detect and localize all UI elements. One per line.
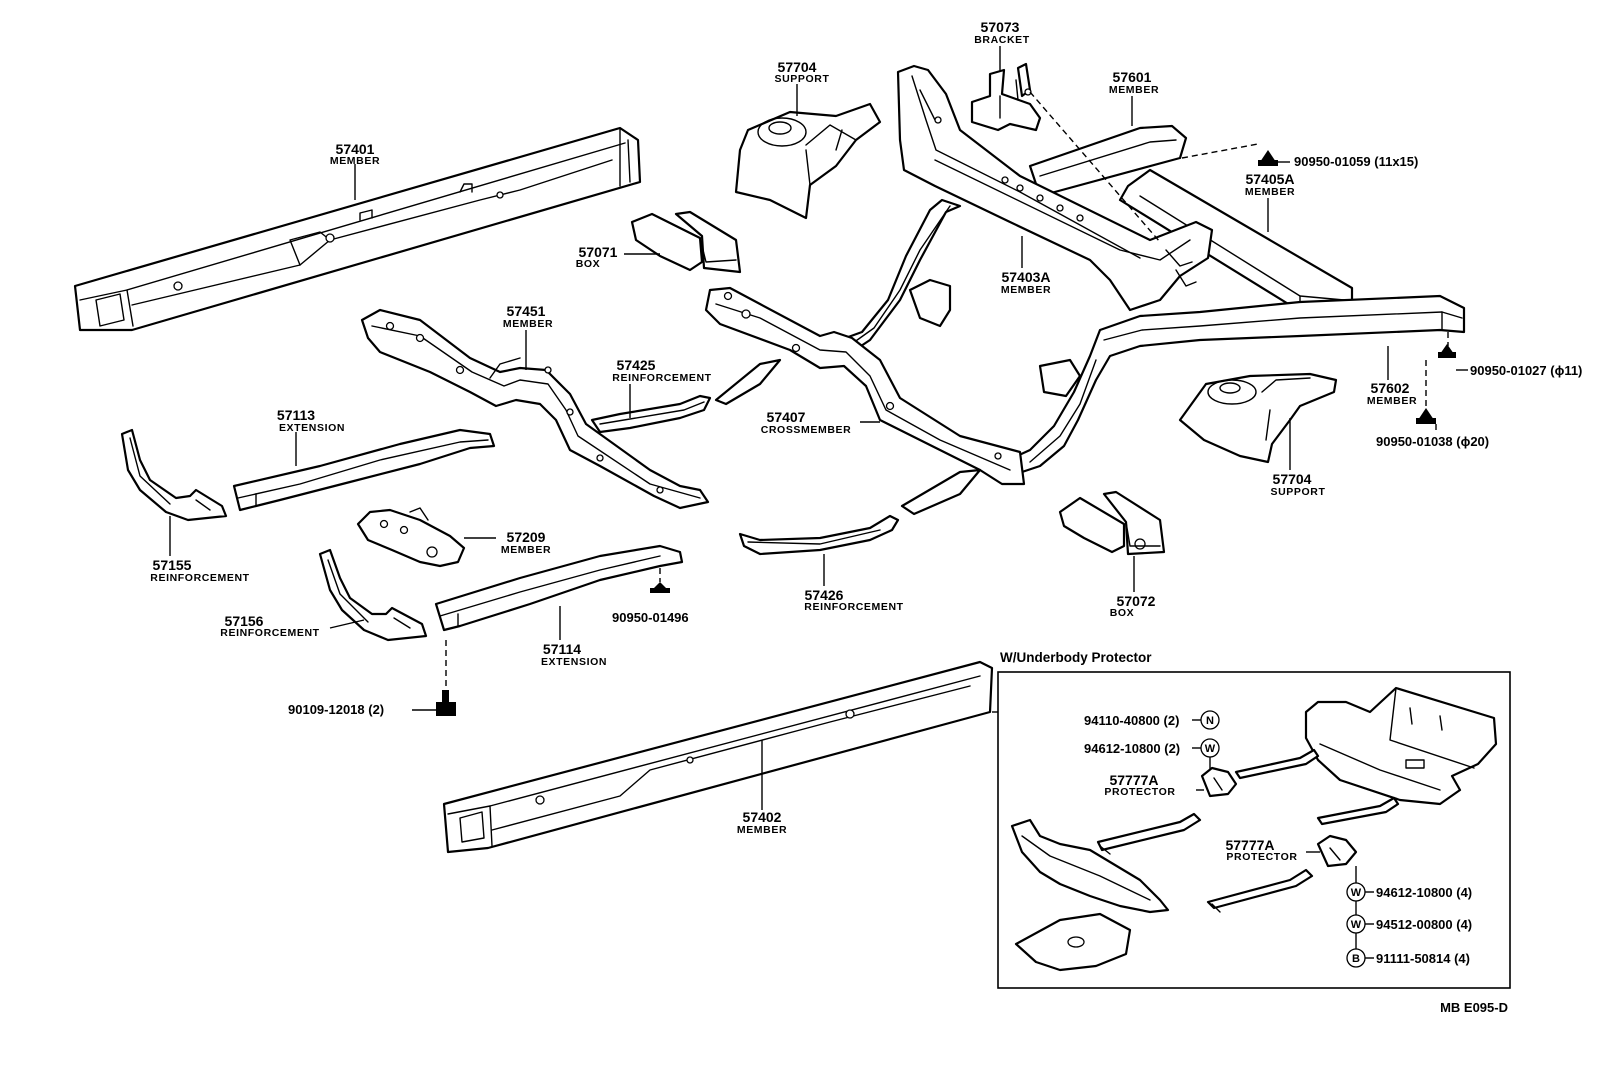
member-57451-drawing (360, 308, 710, 510)
part-name-57407: CROSSMEMBER (761, 424, 852, 436)
part-name-57072: BOX (1110, 607, 1135, 619)
symbol-b: B (1352, 953, 1360, 965)
part-number-57113: 57113 (277, 407, 315, 423)
part-number-57602: 57602 (1371, 380, 1410, 396)
part-number-57407: 57407 (767, 409, 806, 425)
part-name-57114: EXTENSION (541, 656, 607, 668)
part-name-57155: REINFORCEMENT (150, 572, 249, 584)
part-name-57209: MEMBER (501, 544, 551, 556)
part-number-57403a: 57403A (1001, 269, 1050, 285)
diagram-code: MB E095-D (1440, 1000, 1508, 1015)
member-57401-drawing (73, 126, 642, 332)
part-number-57401: 57401 (336, 141, 375, 157)
fastener-90950-01027: 90950-01027 (ϕ11) (1470, 363, 1582, 378)
part-number-57072: 57072 (1117, 593, 1156, 609)
box-57071-drawing (630, 210, 742, 274)
part-name-57426: REINFORCEMENT (804, 601, 903, 613)
inset-frame (997, 671, 1511, 989)
main-frame-rails-drawing (828, 198, 1466, 478)
part-number-57405a: 57405A (1245, 171, 1294, 187)
part-name-57071: BOX (576, 258, 601, 270)
part-name-57401: MEMBER (330, 155, 380, 167)
member-57402-drawing (442, 660, 994, 854)
part-number-57155: 57155 (153, 557, 192, 573)
part-number-57451: 57451 (507, 303, 546, 319)
dashed-line-01059 (1181, 143, 1259, 159)
fastener-94612-10800-4: 94612-10800 (4) (1376, 885, 1472, 900)
inset-title: W/Underbody Protector (1000, 650, 1152, 665)
part-name-57777a-2: PROTECTOR (1226, 851, 1297, 863)
part-name-57156: REINFORCEMENT (220, 627, 319, 639)
support-57704-right-drawing (1178, 372, 1338, 464)
part-number-57114: 57114 (543, 641, 581, 657)
part-number-57601: 57601 (1113, 69, 1152, 85)
part-number-57156: 57156 (225, 613, 264, 629)
fastener-94612-10800-2: 94612-10800 (2) (1084, 741, 1180, 756)
part-number-57425: 57425 (617, 357, 656, 373)
nut-90950-01027-drawing (1438, 344, 1456, 358)
nut-90950-01059-drawing (1258, 150, 1278, 166)
reinforcement-57426-drawing (738, 514, 900, 556)
part-number-57209: 57209 (507, 529, 546, 545)
fastener-90950-01059: 90950-01059 (11x15) (1294, 154, 1418, 169)
underbody-protector-inset: N W W W B (992, 671, 1511, 989)
part-name-57704-right: SUPPORT (1271, 486, 1326, 498)
part-name-57113: EXTENSION (279, 422, 345, 434)
part-number-57704-top: 57704 (778, 59, 817, 75)
part-name-57402: MEMBER (737, 824, 787, 836)
extension-57113-drawing (232, 428, 496, 512)
part-name-57451: MEMBER (503, 318, 553, 330)
reinforcement-57156-drawing (318, 548, 428, 642)
fastener-94512-00800: 94512-00800 (4) (1376, 917, 1472, 932)
extension-57114-drawing (434, 544, 684, 632)
part-name-57403a: MEMBER (1001, 284, 1051, 296)
crossmember-57407-drawing (704, 286, 1026, 516)
fastener-91111-50814: 91111-50814 (4) (1376, 951, 1470, 966)
part-number-57777a-2: 57777A (1225, 837, 1274, 853)
part-name-57425: REINFORCEMENT (612, 372, 711, 384)
part-name-57704-top: SUPPORT (775, 73, 830, 85)
part-number-57777a-1: 57777A (1109, 772, 1158, 788)
dashed-line-bracket (1029, 91, 1161, 243)
member-57209-drawing (356, 507, 466, 568)
fastener-94110-40800: 94110-40800 (2) (1084, 713, 1179, 728)
fastener-90109-12018: 90109-12018 (2) (288, 702, 384, 717)
part-number-57704-right: 57704 (1273, 471, 1312, 487)
leader-lines (169, 46, 1468, 810)
part-number-57402: 57402 (743, 809, 782, 825)
box-57072-drawing (1058, 490, 1166, 556)
nut-90950-01496-drawing (650, 582, 670, 593)
part-number-57426: 57426 (805, 587, 844, 603)
part-number-57071: 57071 (579, 244, 618, 260)
part-name-57602: MEMBER (1367, 395, 1417, 407)
nut-90950-01038-drawing (1416, 408, 1436, 424)
reinforcement-57155-drawing (120, 428, 228, 522)
symbol-w-1: W (1205, 743, 1216, 755)
part-number-57073: 57073 (981, 19, 1020, 35)
part-name-57405a: MEMBER (1245, 186, 1295, 198)
part-name-57073: BRACKET (974, 34, 1030, 46)
symbol-w-3: W (1351, 919, 1362, 931)
support-57704-top-drawing (734, 102, 882, 220)
part-name-57601: MEMBER (1109, 84, 1159, 96)
fastener-90950-01038: 90950-01038 (ϕ20) (1376, 434, 1489, 449)
bolt-90109-12018-drawing (436, 690, 456, 716)
part-name-57777a-1: PROTECTOR (1104, 786, 1175, 798)
fastener-90950-01496: 90950-01496 (612, 610, 689, 625)
symbol-w-2: W (1351, 887, 1362, 899)
symbol-n: N (1206, 715, 1214, 727)
reinforcement-57425-drawing (590, 394, 712, 434)
bracket-57073-drawing (970, 62, 1042, 132)
